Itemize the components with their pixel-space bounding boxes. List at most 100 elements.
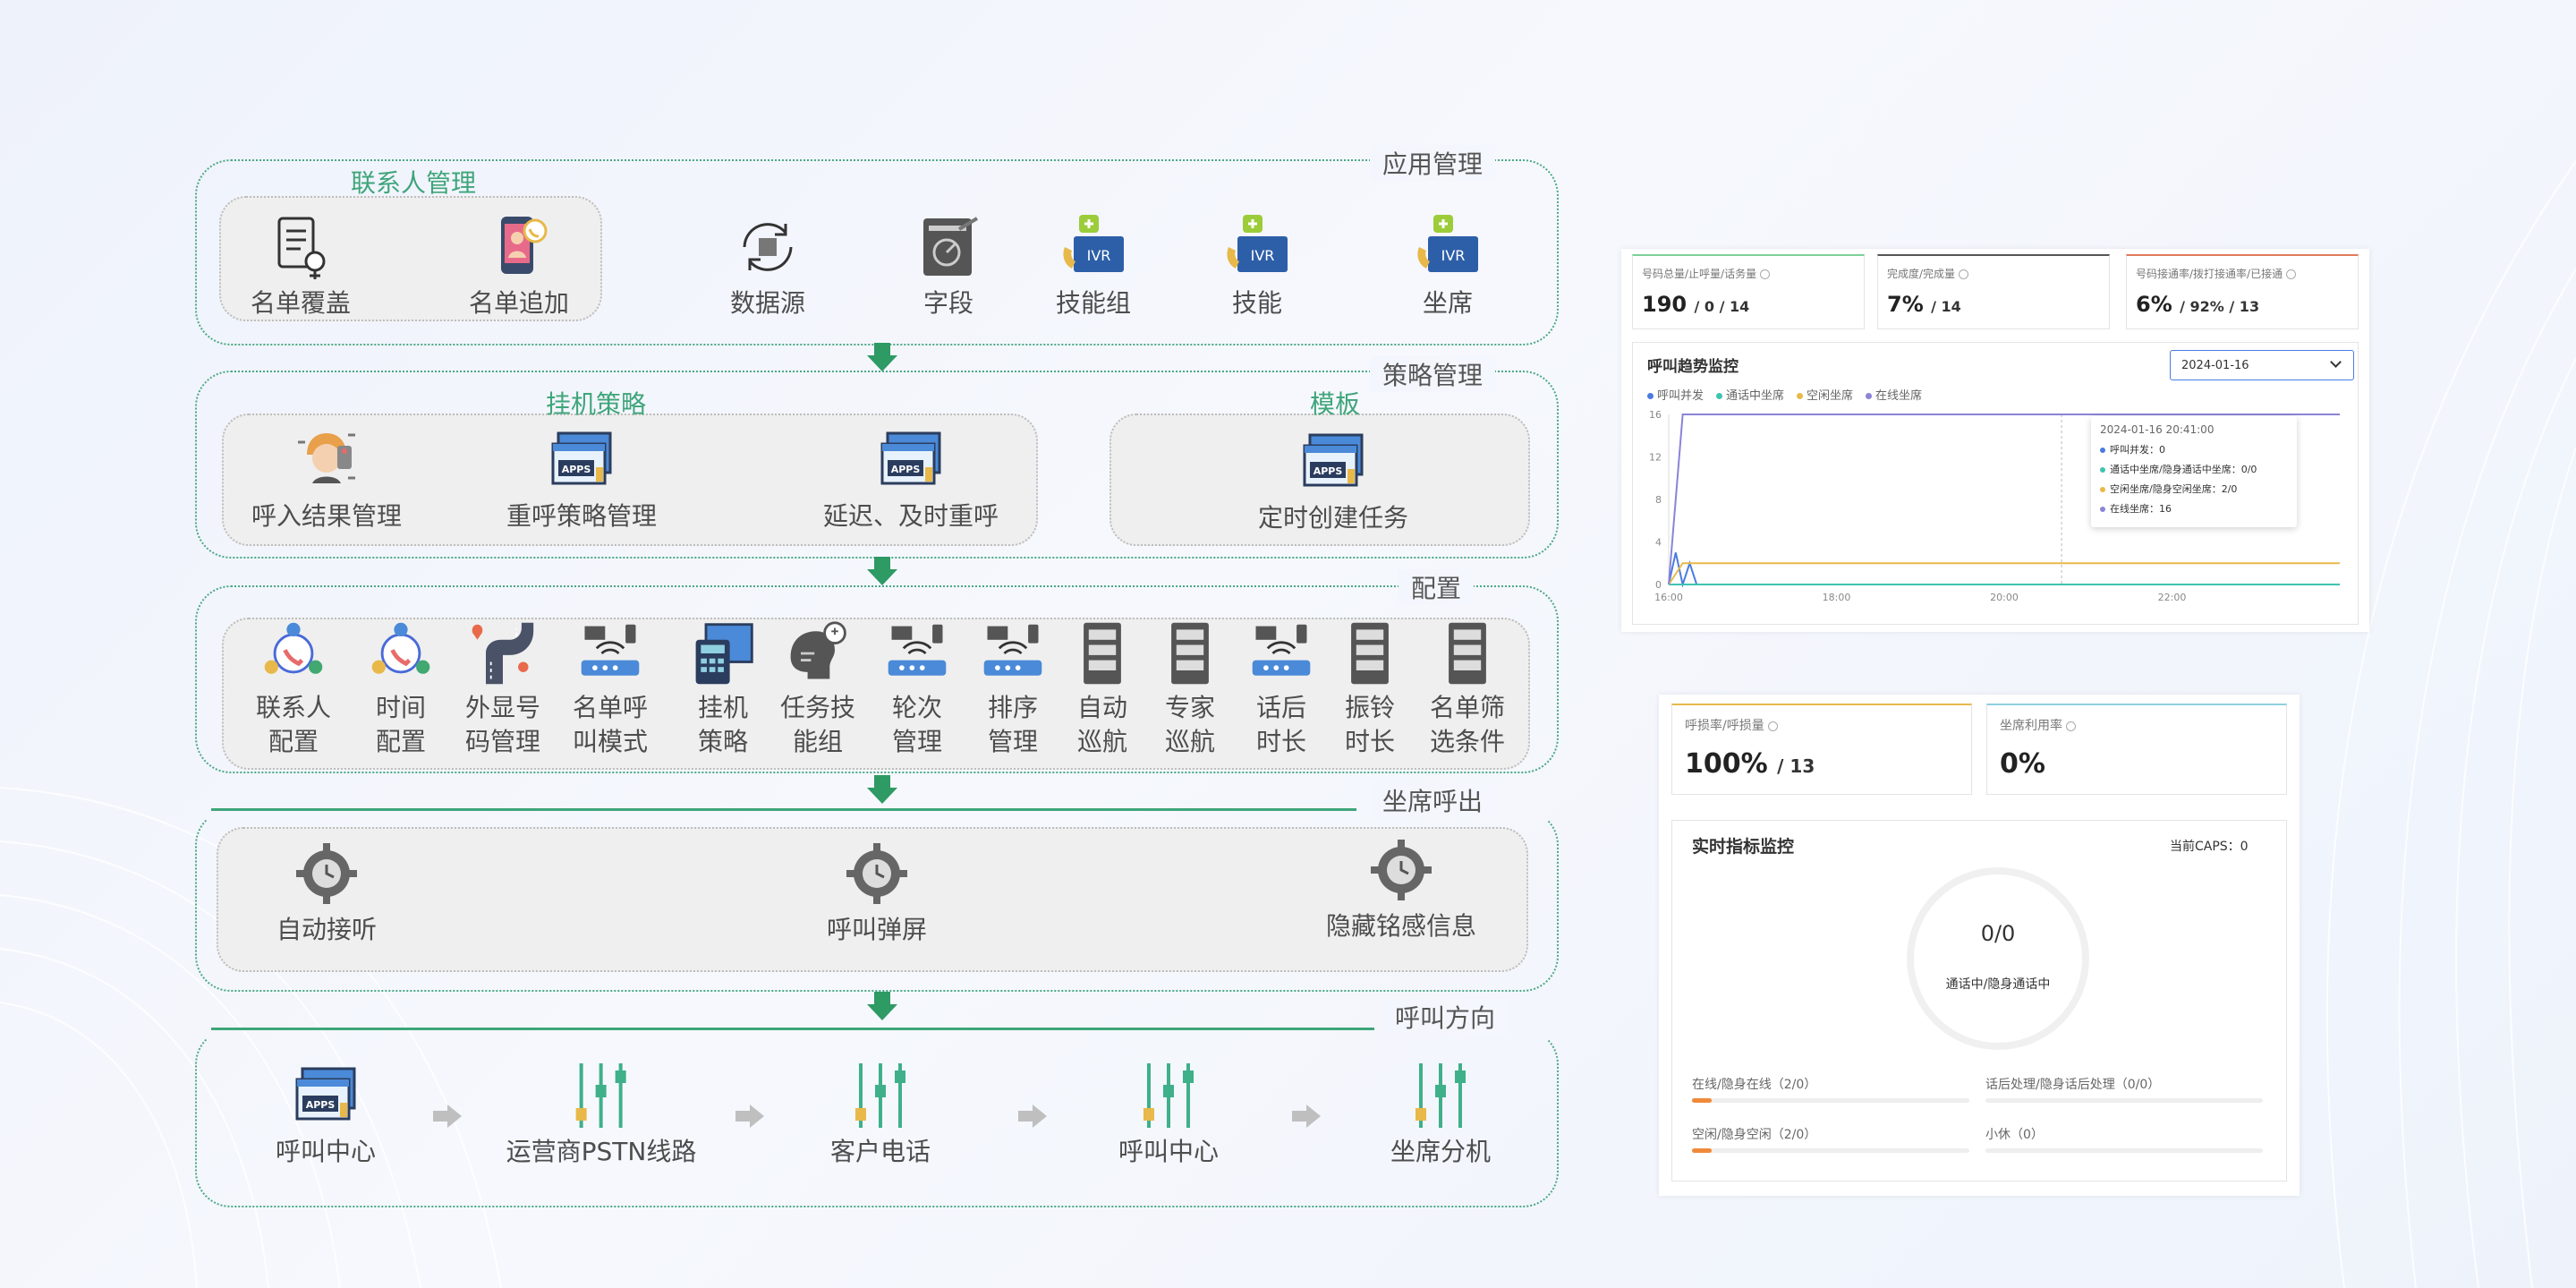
item-label: 定时创建任务	[1257, 503, 1409, 533]
agent-outbound-line	[211, 808, 1356, 811]
item-label: 挂机 策略	[697, 693, 748, 756]
checklist-icon	[277, 217, 326, 279]
carrier-pstn-item[interactable]: 运营商PSTN线路	[506, 1060, 697, 1169]
call-direction-title: 呼叫方向	[1382, 999, 1509, 1035]
expert-cruise-item[interactable]: 专家 巡航	[1156, 619, 1224, 759]
item-label: 坐席	[1422, 288, 1473, 318]
date-select[interactable]: 2024-01-16	[2170, 350, 2354, 380]
contact-management-group	[219, 196, 602, 321]
series-line	[1668, 562, 2340, 585]
tooltip-line: 空闲坐席/隐身空闲坐席：2/0	[2110, 483, 2238, 495]
progress-bar	[1692, 1098, 1969, 1103]
list-append-item[interactable]: 名单追加	[469, 211, 569, 320]
series-line	[1668, 552, 2340, 588]
skill-group-item[interactable]: IVR 技能组	[1056, 211, 1131, 320]
progress-bar	[1692, 1148, 1969, 1153]
info-icon	[1767, 721, 1778, 731]
y-tick-label: 4	[1655, 537, 1662, 549]
progress-bar	[1985, 1148, 2263, 1153]
kpi-title: 完成度/完成量	[1887, 268, 1956, 280]
round-management-item[interactable]: 轮次 管理	[883, 619, 951, 759]
kpi-value: 190	[1642, 292, 1688, 317]
item-label: 外显号 码管理	[464, 693, 541, 756]
y-tick-label: 0	[1655, 579, 1662, 591]
time-config-item[interactable]: 时间 配置	[367, 619, 435, 759]
phone-contact-icon	[500, 217, 548, 274]
server-icon	[1449, 622, 1486, 685]
item-label: 运营商PSTN线路	[506, 1137, 697, 1166]
list-call-mode-item[interactable]: 名单呼 叫模式	[573, 619, 648, 759]
hangup-strategy-config-item[interactable]: 挂机 策略	[689, 619, 757, 759]
recall-strategy-item[interactable]: APPS 重呼策略管理	[506, 424, 657, 533]
chart-legend: 呼叫并发 通话中坐席 空闲坐席 在线坐席	[1647, 386, 1922, 403]
contact-management-label: 联系人管理	[350, 168, 477, 198]
calculator-icon	[695, 623, 753, 685]
display-number-item[interactable]: 外显号 码管理	[465, 619, 540, 759]
y-tick-label: 16	[1649, 409, 1662, 421]
config-title: 配置	[1399, 569, 1475, 605]
scheduled-task-item[interactable]: APPS 定时创建任务	[1258, 426, 1408, 535]
apps-window-icon: APPS	[295, 1067, 356, 1121]
config-group	[222, 618, 1530, 770]
agent-item[interactable]: IVR 坐席	[1412, 211, 1484, 320]
item-label: 名单呼 叫模式	[572, 693, 649, 756]
auto-cruise-item[interactable]: 自动 巡航	[1068, 619, 1136, 759]
equalizer-icon	[1415, 1063, 1466, 1128]
agent-extension-item[interactable]: 坐席分机	[1390, 1060, 1491, 1169]
after-call-duration-item[interactable]: 话后 时长	[1247, 619, 1315, 759]
ivr-icon: IVR	[1063, 215, 1124, 272]
kpi-sub: / 0 / 14	[1694, 298, 1750, 315]
kpi-value: 7%	[1887, 292, 1924, 317]
item-label: 延迟、及时重呼	[822, 501, 999, 531]
equalizer-icon	[576, 1063, 626, 1128]
x-tick-label: 22:00	[2158, 592, 2187, 603]
agent-outbound-section	[195, 809, 1559, 992]
auto-answer-item[interactable]: 自动接听	[276, 838, 377, 947]
call-center-source-item[interactable]: APPS 呼叫中心	[276, 1060, 376, 1169]
skill-item[interactable]: IVR 技能	[1221, 211, 1293, 320]
item-label: 技能	[1231, 288, 1282, 318]
task-skill-group-item[interactable]: 任务技 能组	[780, 619, 855, 759]
screen-pop-item[interactable]: 呼叫弹屏	[827, 838, 927, 947]
list-filter-item[interactable]: 名单筛 选条件	[1430, 619, 1505, 759]
right-arrow-icon	[735, 1105, 764, 1128]
item-label: 振铃 时长	[1344, 693, 1395, 756]
call-direction-section	[195, 1028, 1559, 1207]
kpi-title: 坐席利用率	[2000, 719, 2062, 733]
server-icon	[1171, 622, 1209, 685]
network-phone-icon	[264, 622, 323, 674]
item-label: 隐藏铭感信息	[1325, 911, 1477, 941]
contact-config-item[interactable]: 联系人 配置	[256, 619, 331, 759]
kpi-card: 完成度/完成量 7% / 14	[1877, 254, 2110, 329]
x-tick-label: 18:00	[1823, 592, 1851, 603]
sort-management-item[interactable]: 排序 管理	[979, 619, 1047, 759]
kpi-sub: / 14	[1931, 298, 1961, 315]
svg-text:IVR: IVR	[1251, 247, 1275, 264]
customer-phone-item[interactable]: 客户电话	[830, 1060, 931, 1169]
list-overwrite-item[interactable]: 名单覆盖	[251, 211, 351, 320]
call-direction-line	[211, 1028, 1374, 1030]
item-label: 数据源	[729, 288, 806, 318]
ring-duration-item[interactable]: 振铃 时长	[1336, 619, 1404, 759]
call-center-target-item[interactable]: 呼叫中心	[1118, 1060, 1219, 1169]
delay-recall-item[interactable]: APPS 延迟、及时重呼	[823, 424, 999, 533]
down-arrow-icon	[867, 343, 897, 371]
network-phone-icon	[371, 622, 430, 674]
data-source-item[interactable]: 数据源	[730, 211, 805, 320]
apps-window-icon: APPS	[551, 431, 612, 485]
inbound-result-item[interactable]: 呼入结果管理	[251, 424, 402, 533]
tooltip-line: 在线坐席：16	[2110, 503, 2172, 515]
hide-sensitive-item[interactable]: 隐藏铭感信息	[1326, 834, 1476, 943]
strategy-management-title: 策略管理	[1370, 356, 1496, 392]
template-label: 模板	[1309, 389, 1361, 419]
item-label: 名单追加	[468, 288, 570, 318]
item-label: 呼叫中心	[275, 1137, 377, 1166]
kpi-card: 号码总量/止呼量/话务量 190 / 0 / 14	[1632, 254, 1865, 329]
item-label: 呼叫中心	[1118, 1137, 1220, 1166]
field-item[interactable]: 字段	[913, 211, 984, 320]
server-icon	[1351, 622, 1389, 685]
router-icon	[1252, 624, 1311, 676]
info-icon	[1760, 269, 1771, 279]
item-label: 坐席分机	[1390, 1137, 1492, 1166]
